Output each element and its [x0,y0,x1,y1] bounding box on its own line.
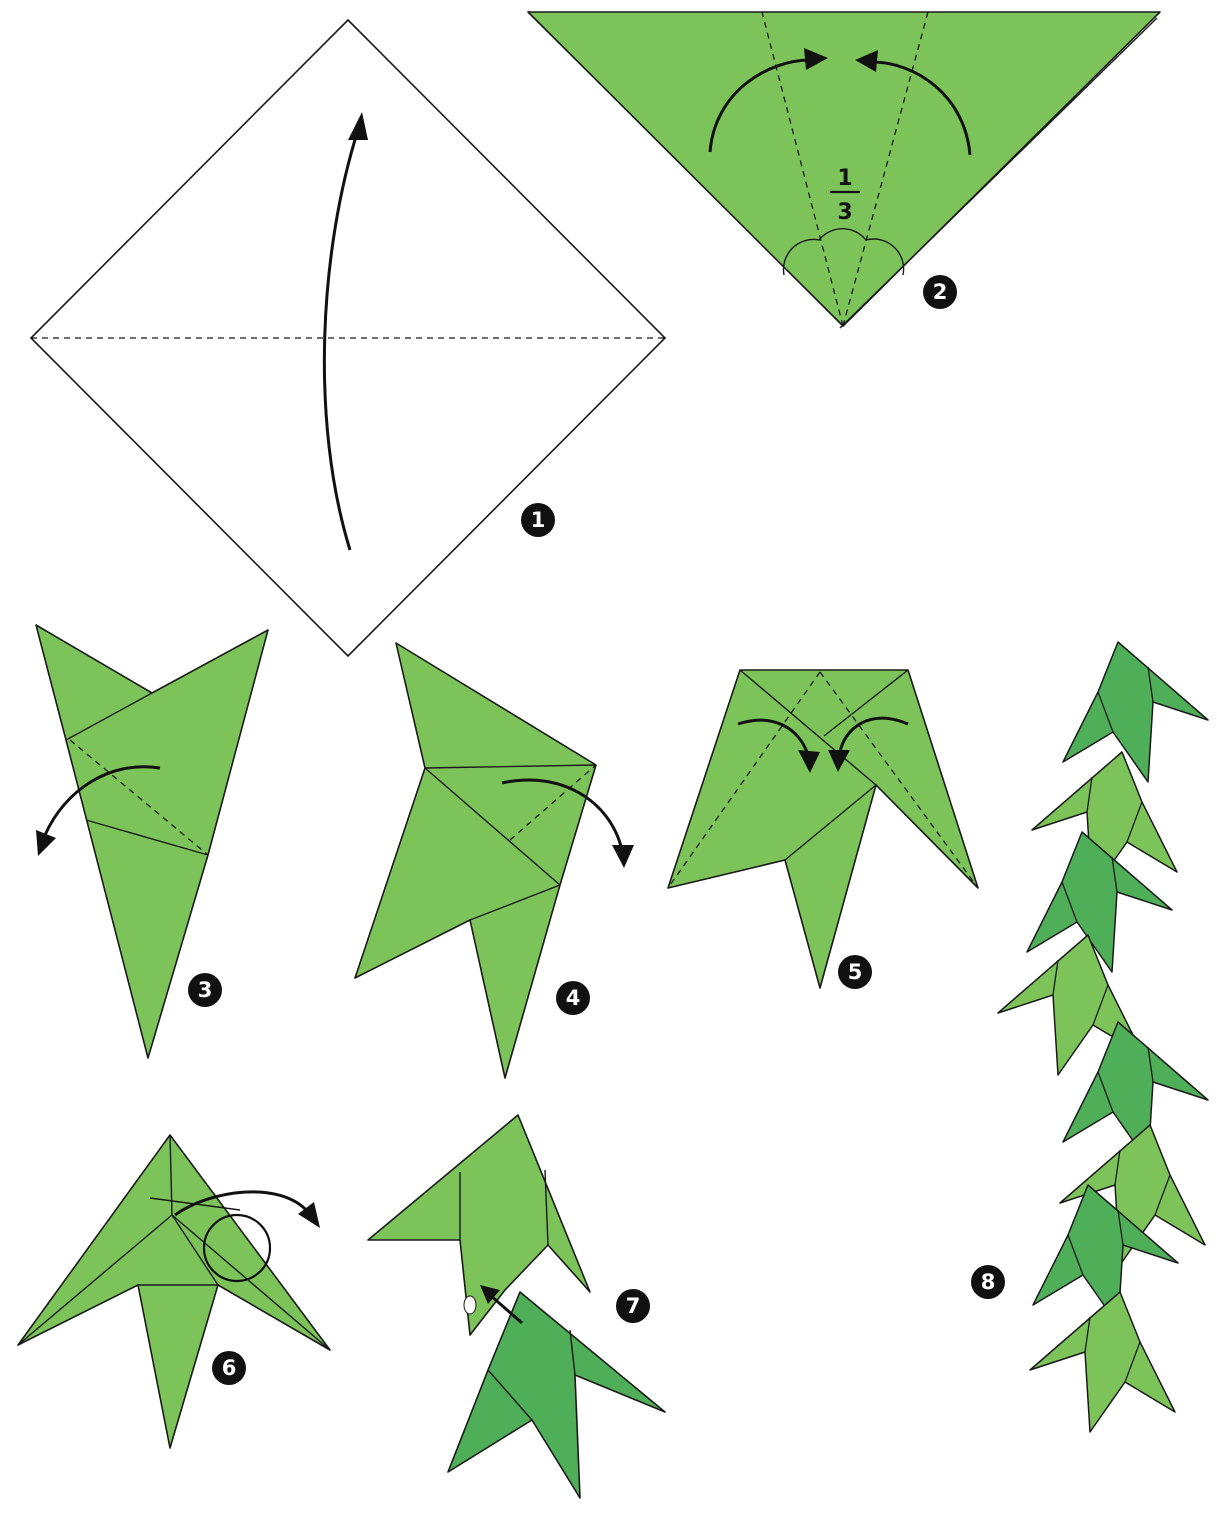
step-number: 8 [981,1270,996,1294]
step-badge-4: 4 [556,981,590,1015]
paper-square [31,20,665,656]
step-4-diagram: 4 [355,643,634,1078]
arrowhead-icon [612,845,634,868]
paper-shape [36,625,268,1058]
step-number: 4 [566,986,581,1010]
leaf-chain [998,642,1208,1432]
step-number: 3 [198,978,213,1002]
step-1-diagram: 1 [31,20,665,656]
step-6-diagram: 6 [18,1135,330,1448]
paper-shape [355,643,596,1078]
step-badge-2: 2 [923,275,957,309]
step-number: 6 [222,1356,237,1380]
step-badge-7: 7 [616,1289,650,1323]
chain-leaf [1063,642,1208,782]
step-5-diagram: 5 [668,670,978,989]
pocket-opening [464,1296,476,1314]
step-2-diagram: 1 3 2 [528,12,1160,328]
step-badge-3: 3 [188,973,222,1007]
chain-leaf [1030,1292,1175,1432]
step-number: 2 [933,280,948,304]
fraction-numerator: 1 [837,166,852,191]
step-number: 1 [531,508,546,532]
upper-leaf [368,1115,590,1335]
fraction-denominator: 3 [837,200,852,225]
step-badge-1: 1 [521,503,555,537]
step-badge-8: 8 [971,1265,1005,1299]
step-3-diagram: 3 [36,625,268,1058]
step-badge-6: 6 [212,1351,246,1385]
step-badge-5: 5 [838,955,872,989]
step-8-diagram: 8 [971,642,1208,1432]
paper-shape [18,1135,330,1448]
step-number: 7 [626,1294,641,1318]
step-number: 5 [848,960,863,984]
step-7-diagram: 7 [368,1115,665,1498]
